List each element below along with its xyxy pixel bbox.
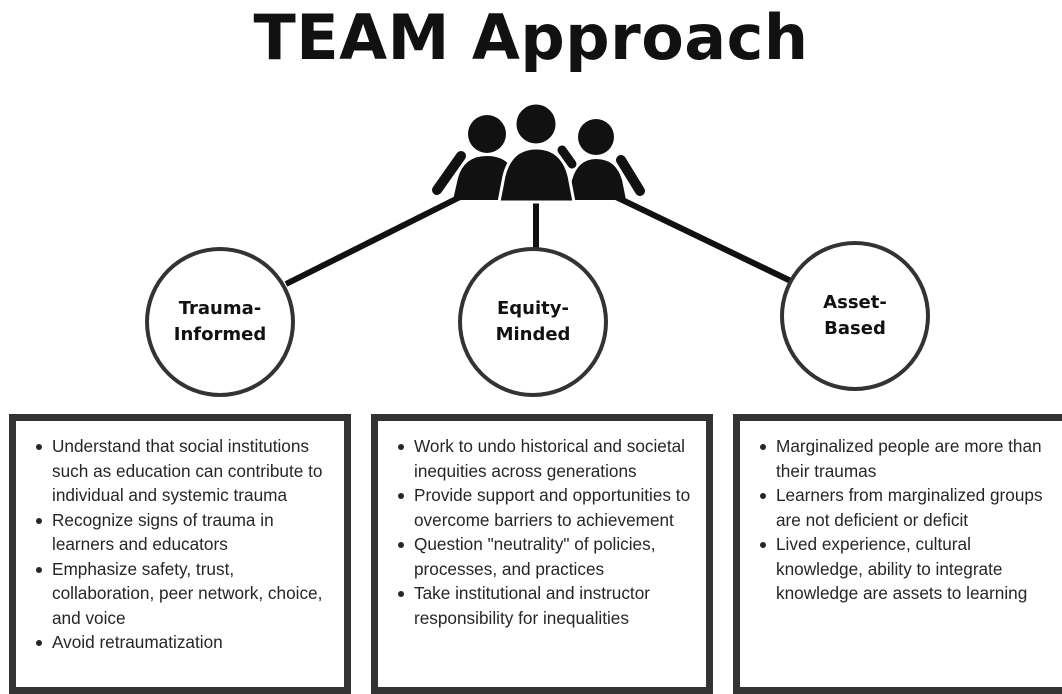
card-equity-minded: Work to undo historical and societal ine…: [371, 414, 713, 694]
list-item: Recognize signs of trauma in learners an…: [36, 508, 336, 557]
list-item: Avoid retraumatization: [36, 630, 336, 655]
list-item: Work to undo historical and societal ine…: [398, 434, 698, 483]
connector-line-left: [284, 193, 464, 287]
list-item: Provide support and opportunities to ove…: [398, 483, 698, 532]
pillar-circle-trauma-informed: Trauma- Informed: [145, 247, 295, 397]
pillar-label-line2: Minded: [495, 324, 571, 345]
list-item: Marginalized people are more than their …: [760, 434, 1054, 483]
list-item: Take institutional and instructor respon…: [398, 581, 698, 630]
list-item: Understand that social institutions such…: [36, 434, 336, 508]
bullet-list: Work to undo historical and societal ine…: [378, 421, 706, 630]
pillar-circle-equity-minded: Equity- Minded: [458, 247, 608, 397]
card-trauma-informed: Understand that social institutions such…: [9, 414, 351, 694]
bullet-list: Understand that social institutions such…: [16, 421, 344, 655]
list-item: Lived experience, cultural knowledge, ab…: [760, 532, 1054, 606]
bullet-list: Marginalized people are more than their …: [740, 421, 1062, 606]
group-of-people-icon: [432, 101, 645, 204]
pillar-label-line2: Based: [824, 318, 886, 339]
list-item: Learners from marginalized groups are no…: [760, 483, 1054, 532]
page-title: TEAM Approach: [253, 1, 809, 74]
list-item: Emphasize safety, trust, collaboration, …: [36, 557, 336, 631]
connector-line-right: [612, 193, 797, 286]
pillar-label-line1: Asset-: [823, 292, 887, 313]
pillar-label-line1: Trauma-: [178, 298, 262, 319]
list-item: Question "neutrality" of policies, proce…: [398, 532, 698, 581]
pillar-label-line2: Informed: [173, 324, 267, 345]
pillar-label-line1: Equity-: [497, 298, 569, 319]
card-asset-based: Marginalized people are more than their …: [733, 414, 1062, 694]
pillar-circle-asset-based: Asset- Based: [780, 241, 930, 391]
